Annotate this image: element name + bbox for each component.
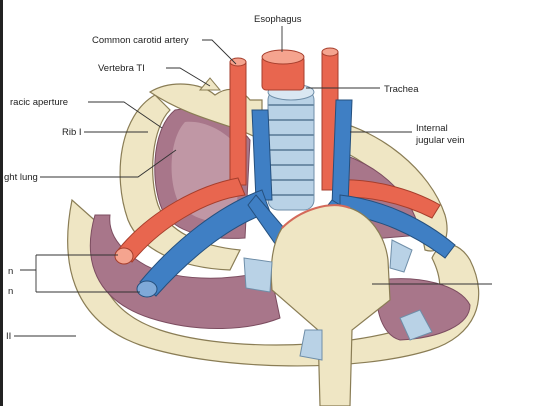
- label-trachea: Trachea: [384, 84, 419, 95]
- esophagus: [261, 49, 305, 91]
- label-left-n2: n: [8, 286, 13, 297]
- manubrium: [270, 204, 391, 406]
- label-rib-i: Rib I: [62, 127, 82, 138]
- costal-cartilage-left-2: [299, 329, 323, 361]
- costal-cartilage-right-1: [389, 239, 413, 273]
- label-left-n1: n: [8, 266, 13, 277]
- label-rib-ii: II: [6, 331, 11, 342]
- image-left-border: [0, 0, 3, 406]
- leader-left-n1: [20, 254, 140, 293]
- right-common-carotid-artery: [229, 61, 247, 186]
- right-subclavian-vein: [139, 189, 271, 297]
- rib-ii: [67, 198, 480, 367]
- label-thoracic-aperture: racic aperture: [10, 97, 68, 108]
- leader-right-lung: [40, 149, 177, 178]
- label-internal-jugular-line2: jugular vein: [415, 135, 465, 146]
- leader-vertebra: [166, 67, 211, 87]
- trachea: [267, 83, 315, 211]
- vertebra-spine: [198, 77, 222, 91]
- label-esophagus: Esophagus: [254, 14, 302, 25]
- label-right-lung: ght lung: [4, 172, 38, 183]
- leader-thoracic-aperture: [88, 101, 163, 129]
- leader-common-carotid: [202, 39, 237, 65]
- costal-cartilage-right-2: [399, 309, 433, 341]
- right-internal-jugular-vein: [251, 109, 273, 201]
- sternum-pink-edge: [281, 204, 351, 229]
- lung-lower-right: [376, 278, 471, 341]
- label-internal-jugular-line1: Internal: [416, 123, 448, 134]
- left-internal-jugular-vein: [331, 99, 353, 206]
- costal-cartilage-left-1: [243, 257, 273, 293]
- label-common-carotid-artery: Common carotid artery: [92, 35, 189, 46]
- label-vertebra-t1: Vertebra TI: [98, 63, 145, 74]
